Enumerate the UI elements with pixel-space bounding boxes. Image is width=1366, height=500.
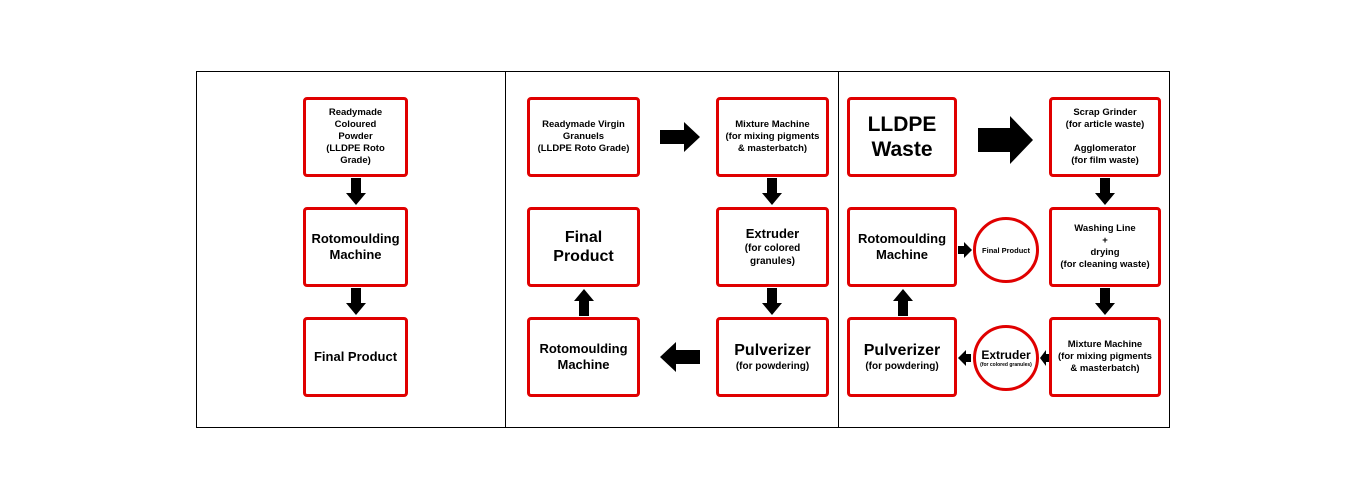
- p2-box2-label: Mixture Machine (for mixing pigments & m…: [725, 119, 820, 154]
- p3-rotomoulding-box: Rotomoulding Machine: [847, 207, 957, 287]
- p3-washing-line-box: Washing Line + drying (for cleaning wast…: [1049, 207, 1161, 287]
- p1-arrow-down-2: [346, 288, 366, 315]
- p2-arrow-down-1: [762, 178, 782, 205]
- p1-arrow-down-1: [346, 178, 366, 205]
- p1-box1-label: Readymade Coloured Powder (LLDPE Roto Gr…: [326, 107, 385, 166]
- p2-arrow-right: [660, 122, 700, 152]
- p2-arrow-left: [660, 342, 700, 372]
- panel-divider-2: [838, 71, 839, 428]
- p2-box5-label: Rotomoulding Machine: [539, 341, 628, 372]
- p3-scrap-grinder-box: Scrap Grinder (for article waste) Agglom…: [1049, 97, 1161, 177]
- p3-box3-label: Washing Line + drying (for cleaning wast…: [1060, 223, 1150, 270]
- p2-arrow-up: [574, 289, 594, 316]
- p3-arrow-down-1: [1095, 178, 1115, 205]
- p1-final-product-box: Final Product: [303, 317, 408, 397]
- p2-box4-sub: (for powdering): [735, 361, 810, 372]
- p2-box3-sub: (for colored granules): [744, 243, 801, 267]
- p2-arrow-down-2: [762, 288, 782, 315]
- p3-circle1-title: Extruder: [981, 347, 1031, 362]
- p3-circle2-label: Final Product: [982, 245, 1030, 255]
- p3-arrow-up: [893, 289, 913, 316]
- p3-box5-sub: (for powdering): [865, 361, 939, 372]
- p3-box5-title: Pulverizer: [863, 342, 941, 359]
- p3-mixture-machine-box: Mixture Machine (for mixing pigments & m…: [1049, 317, 1161, 397]
- p3-arrow-left-2: [958, 350, 971, 366]
- p2-box4-title: Pulverizer: [734, 342, 811, 359]
- p3-extruder-circle: Extruder (for colored granules): [973, 325, 1039, 391]
- p1-box3-label: Final Product: [313, 349, 398, 364]
- diagram-frame: [196, 71, 1170, 428]
- p1-box2-label: Rotomoulding Machine: [311, 231, 400, 262]
- p2-pulverizer-box: Pulverizer (for powdering): [716, 317, 829, 397]
- p3-arrow-down-2: [1095, 288, 1115, 315]
- p3-final-product-circle: Final Product: [973, 217, 1039, 283]
- p3-box1-label: LLDPE Waste: [867, 113, 937, 161]
- p3-arrow-right-big: [978, 116, 1033, 164]
- p2-box1-label: Readymade Virgin Granuels (LLDPE Roto Gr…: [537, 119, 630, 154]
- p2-box6-label: Final Product: [553, 229, 614, 265]
- p2-extruder-box: Extruder (for colored granules): [716, 207, 829, 287]
- p3-pulverizer-box: Pulverizer (for powdering): [847, 317, 957, 397]
- p3-lldpe-waste-box: LLDPE Waste: [847, 97, 957, 177]
- p2-virgin-granules-box: Readymade Virgin Granuels (LLDPE Roto Gr…: [527, 97, 640, 177]
- p3-box6-label: Rotomoulding Machine: [857, 231, 947, 262]
- panel-divider-1: [505, 71, 506, 428]
- p2-box3-title: Extruder: [745, 226, 800, 241]
- p1-readymade-powder-box: Readymade Coloured Powder (LLDPE Roto Gr…: [303, 97, 408, 177]
- p3-box4-label: Mixture Machine (for mixing pigments & m…: [1058, 339, 1152, 374]
- p3-circle1-sub: (for colored granules): [980, 361, 1032, 368]
- p1-rotomoulding-box: Rotomoulding Machine: [303, 207, 408, 287]
- p3-arrow-right-small: [958, 242, 972, 258]
- p2-final-product-box: Final Product: [527, 207, 640, 287]
- p2-mixture-machine-box: Mixture Machine (for mixing pigments & m…: [716, 97, 829, 177]
- p3-box2-label: Scrap Grinder (for article waste) Agglom…: [1065, 107, 1145, 166]
- p3-arrow-left-1: [1040, 350, 1049, 366]
- p2-rotomoulding-box: Rotomoulding Machine: [527, 317, 640, 397]
